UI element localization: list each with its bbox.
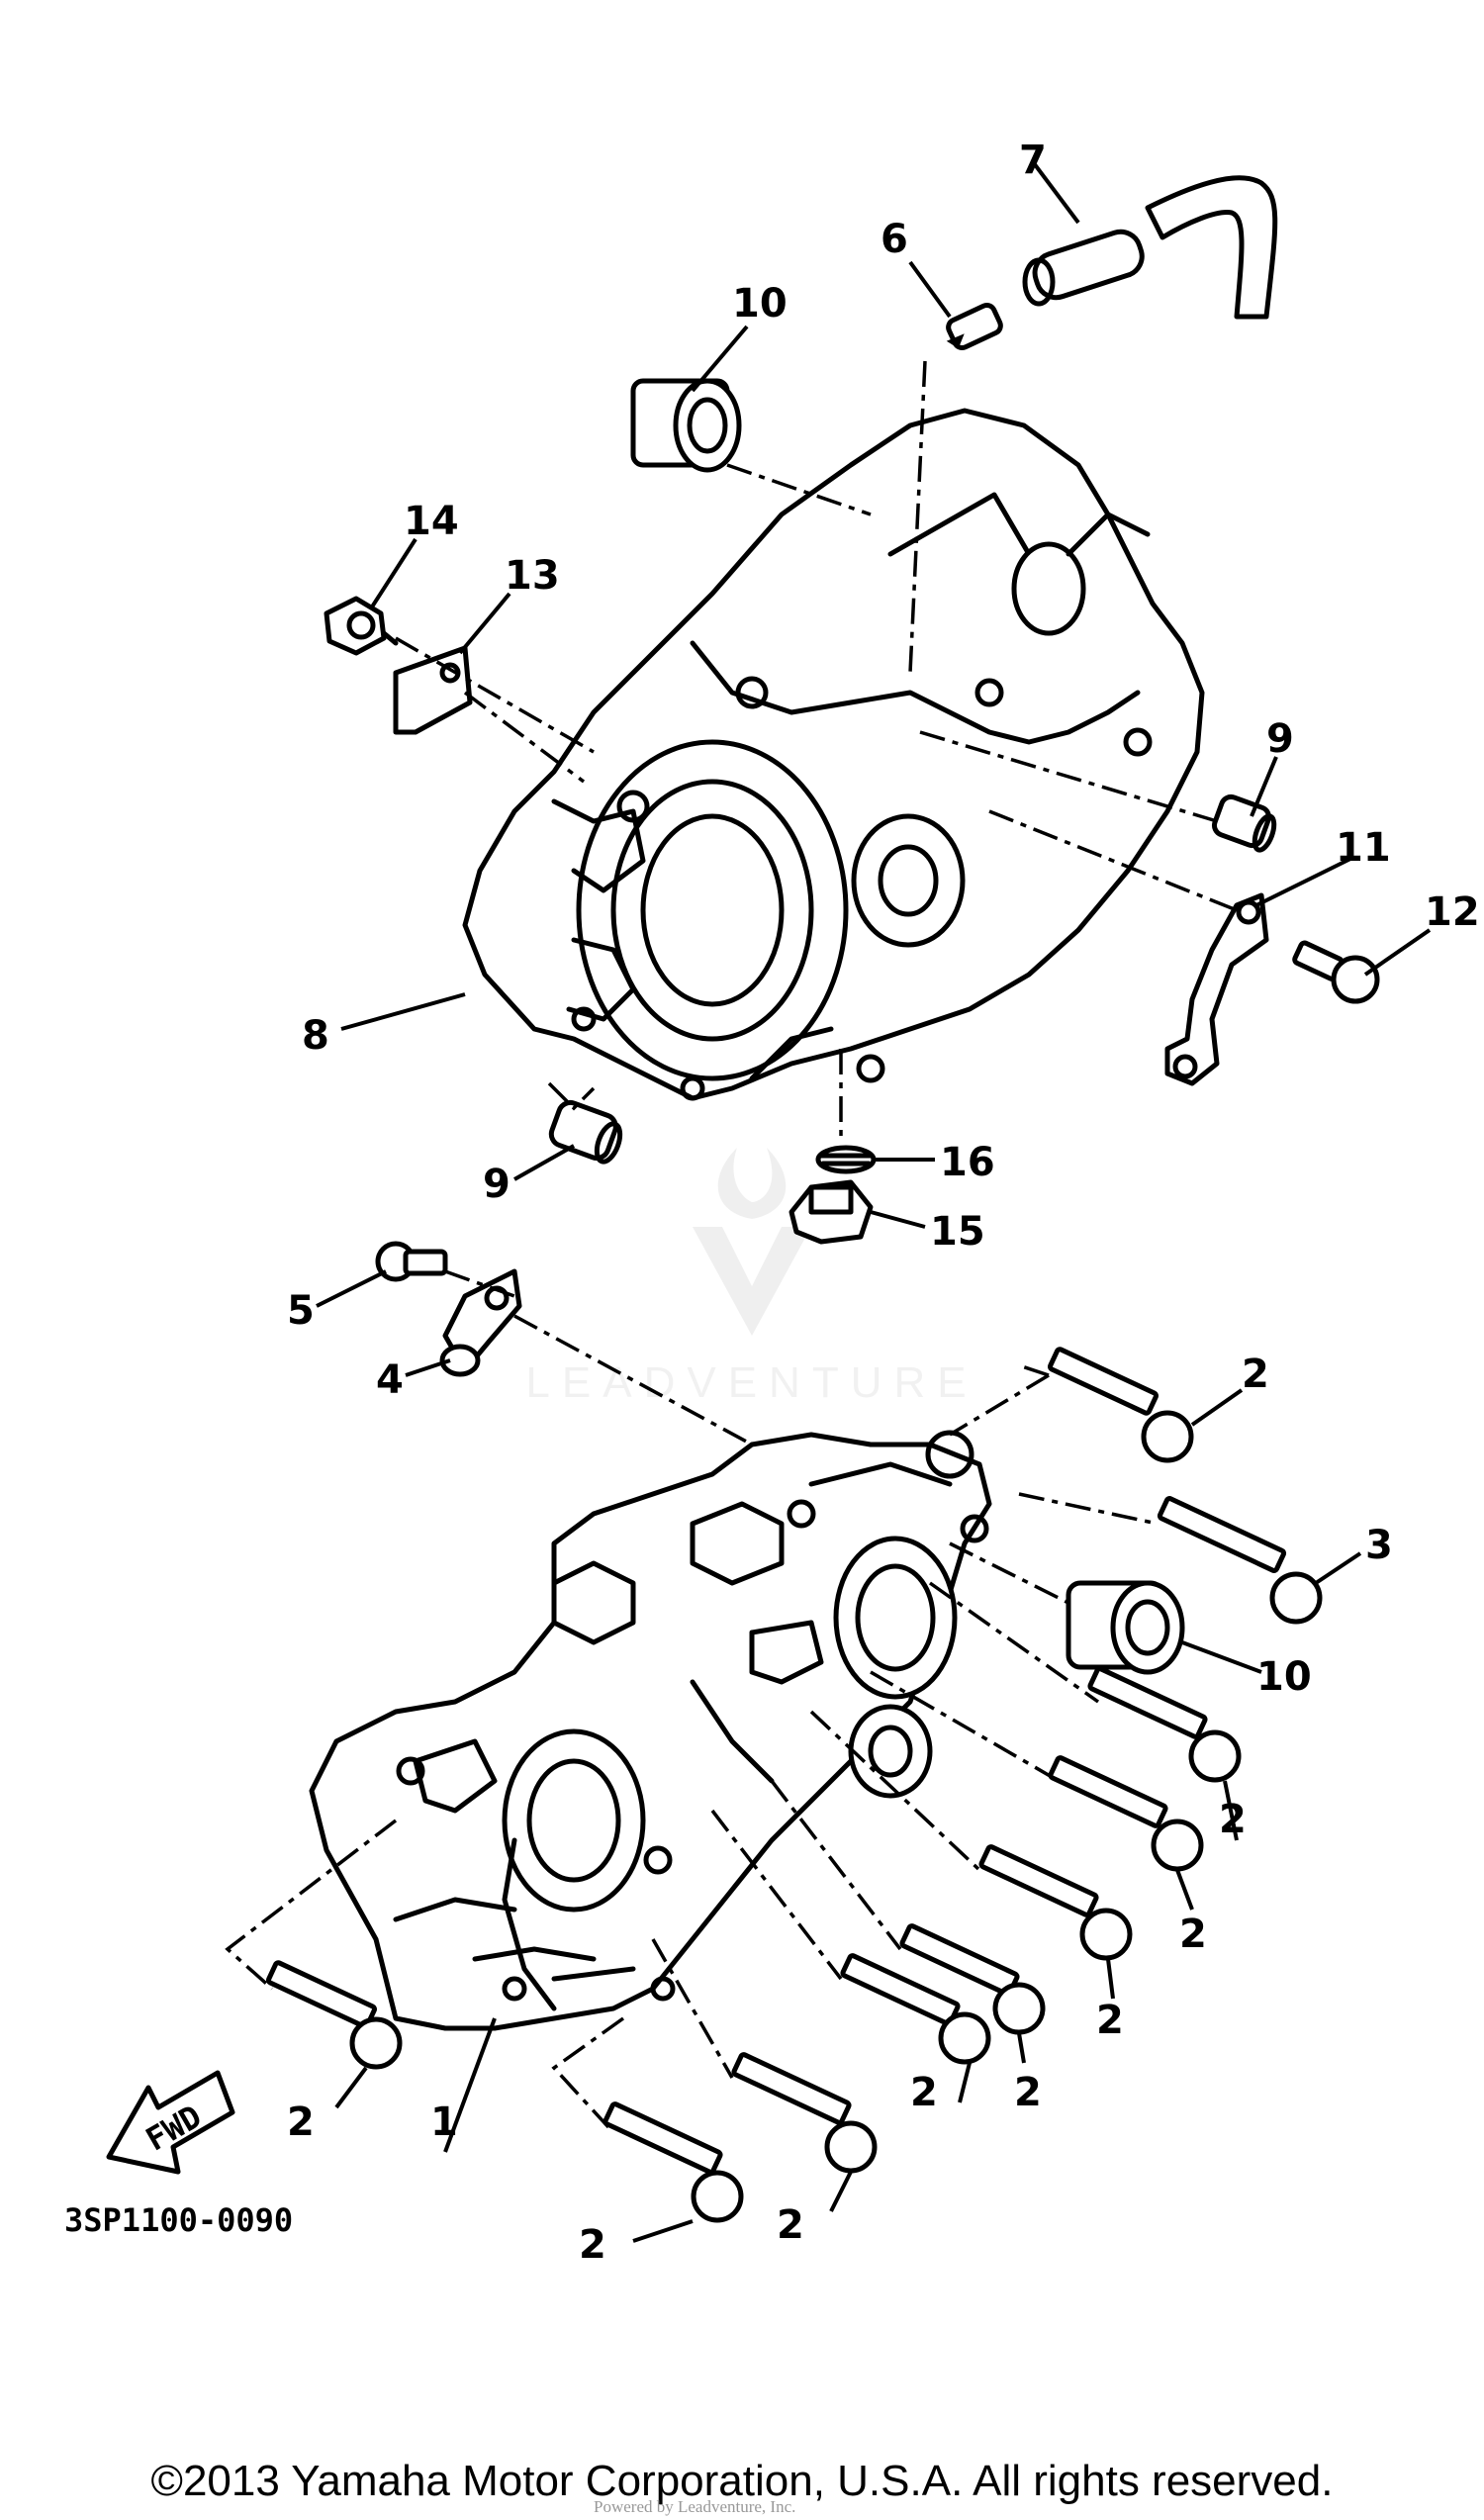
callout-14: 14	[404, 499, 459, 544]
callout-15: 15	[930, 1209, 985, 1255]
callout-2-e: 2	[1014, 2070, 1042, 2115]
watermark-text: LEADVENTURE	[525, 1358, 977, 1407]
part-11-bracket	[1164, 892, 1269, 1086]
callout-2-f: 2	[910, 2070, 938, 2115]
bolt-2a	[1047, 1347, 1194, 1463]
callout-3: 3	[1365, 1523, 1393, 1568]
alignment-lines	[225, 360, 1238, 2129]
part-13-plate	[393, 645, 473, 735]
callout-1: 1	[430, 2100, 458, 2145]
part-10-bearing-upper	[630, 378, 742, 473]
callout-16: 16	[940, 1140, 995, 1185]
bolt-2e	[899, 1923, 1046, 2035]
part-7-breather-hose	[1022, 175, 1278, 320]
bolts-group	[265, 1347, 1323, 2223]
part-9-dowel-upper	[1211, 793, 1277, 853]
callout-9-lower: 9	[483, 1162, 510, 1207]
callout-2-h: 2	[579, 2222, 606, 2268]
callout-8: 8	[302, 1013, 329, 1059]
bolt-2i	[265, 1960, 403, 2070]
bolt-2h	[603, 2101, 744, 2223]
part-10-bearing-lower	[1066, 1580, 1185, 1675]
callout-6: 6	[881, 217, 908, 262]
part-12-bolt	[1292, 940, 1380, 1004]
bolt-2f	[840, 1953, 991, 2065]
bolt-2d	[978, 1844, 1133, 1961]
bolt-2b	[1087, 1666, 1242, 1783]
copyright-notice: ©2013 Yamaha Motor Corporation, U.S.A. A…	[150, 2457, 1334, 2505]
part-4-plate	[439, 1268, 522, 1377]
part-9-dowel-lower	[548, 1099, 623, 1165]
callout-2-c: 2	[1179, 1912, 1207, 1957]
bolt-3	[1157, 1496, 1323, 1625]
bolt-2g	[731, 2052, 878, 2174]
powered-by-text: Powered by Leadventure, Inc.	[594, 2497, 796, 2516]
crankcase-right-half	[309, 1430, 992, 2031]
crankcase-left-half	[462, 408, 1205, 1101]
part-14-nut	[324, 596, 399, 656]
callout-2-d: 2	[1096, 1998, 1124, 2043]
callout-7: 7	[1019, 138, 1047, 183]
callout-9-upper: 9	[1266, 716, 1294, 762]
callout-4: 4	[376, 1357, 404, 1403]
part-5-screw	[375, 1241, 448, 1282]
callout-labels: 7 6 10 14 13 9 11 12 8 9 16 15 5 4 2 3 1…	[287, 138, 1480, 2268]
callout-2-a: 2	[1242, 1352, 1269, 1397]
callout-5: 5	[287, 1288, 315, 1334]
callout-11: 11	[1336, 825, 1391, 871]
callout-10-lower: 10	[1256, 1654, 1312, 1700]
part-6-nipple	[946, 302, 1003, 351]
part-15-drain-plug	[788, 1179, 874, 1245]
leader-lines	[316, 161, 1432, 2243]
watermark-logo: LEADVENTURE	[525, 1148, 977, 1407]
callout-2-g: 2	[777, 2202, 804, 2248]
callout-2-b: 2	[1219, 1797, 1247, 1842]
part-16-gasket	[815, 1145, 877, 1174]
fwd-arrow-icon: FWD	[106, 2070, 235, 2175]
callout-13: 13	[505, 553, 560, 599]
diagram-code: 3SP1100-0090	[64, 2201, 293, 2239]
bolt-2c	[1048, 1755, 1204, 1872]
callout-2-i: 2	[287, 2100, 315, 2145]
callout-10-upper: 10	[732, 281, 788, 327]
callout-12: 12	[1425, 889, 1480, 935]
